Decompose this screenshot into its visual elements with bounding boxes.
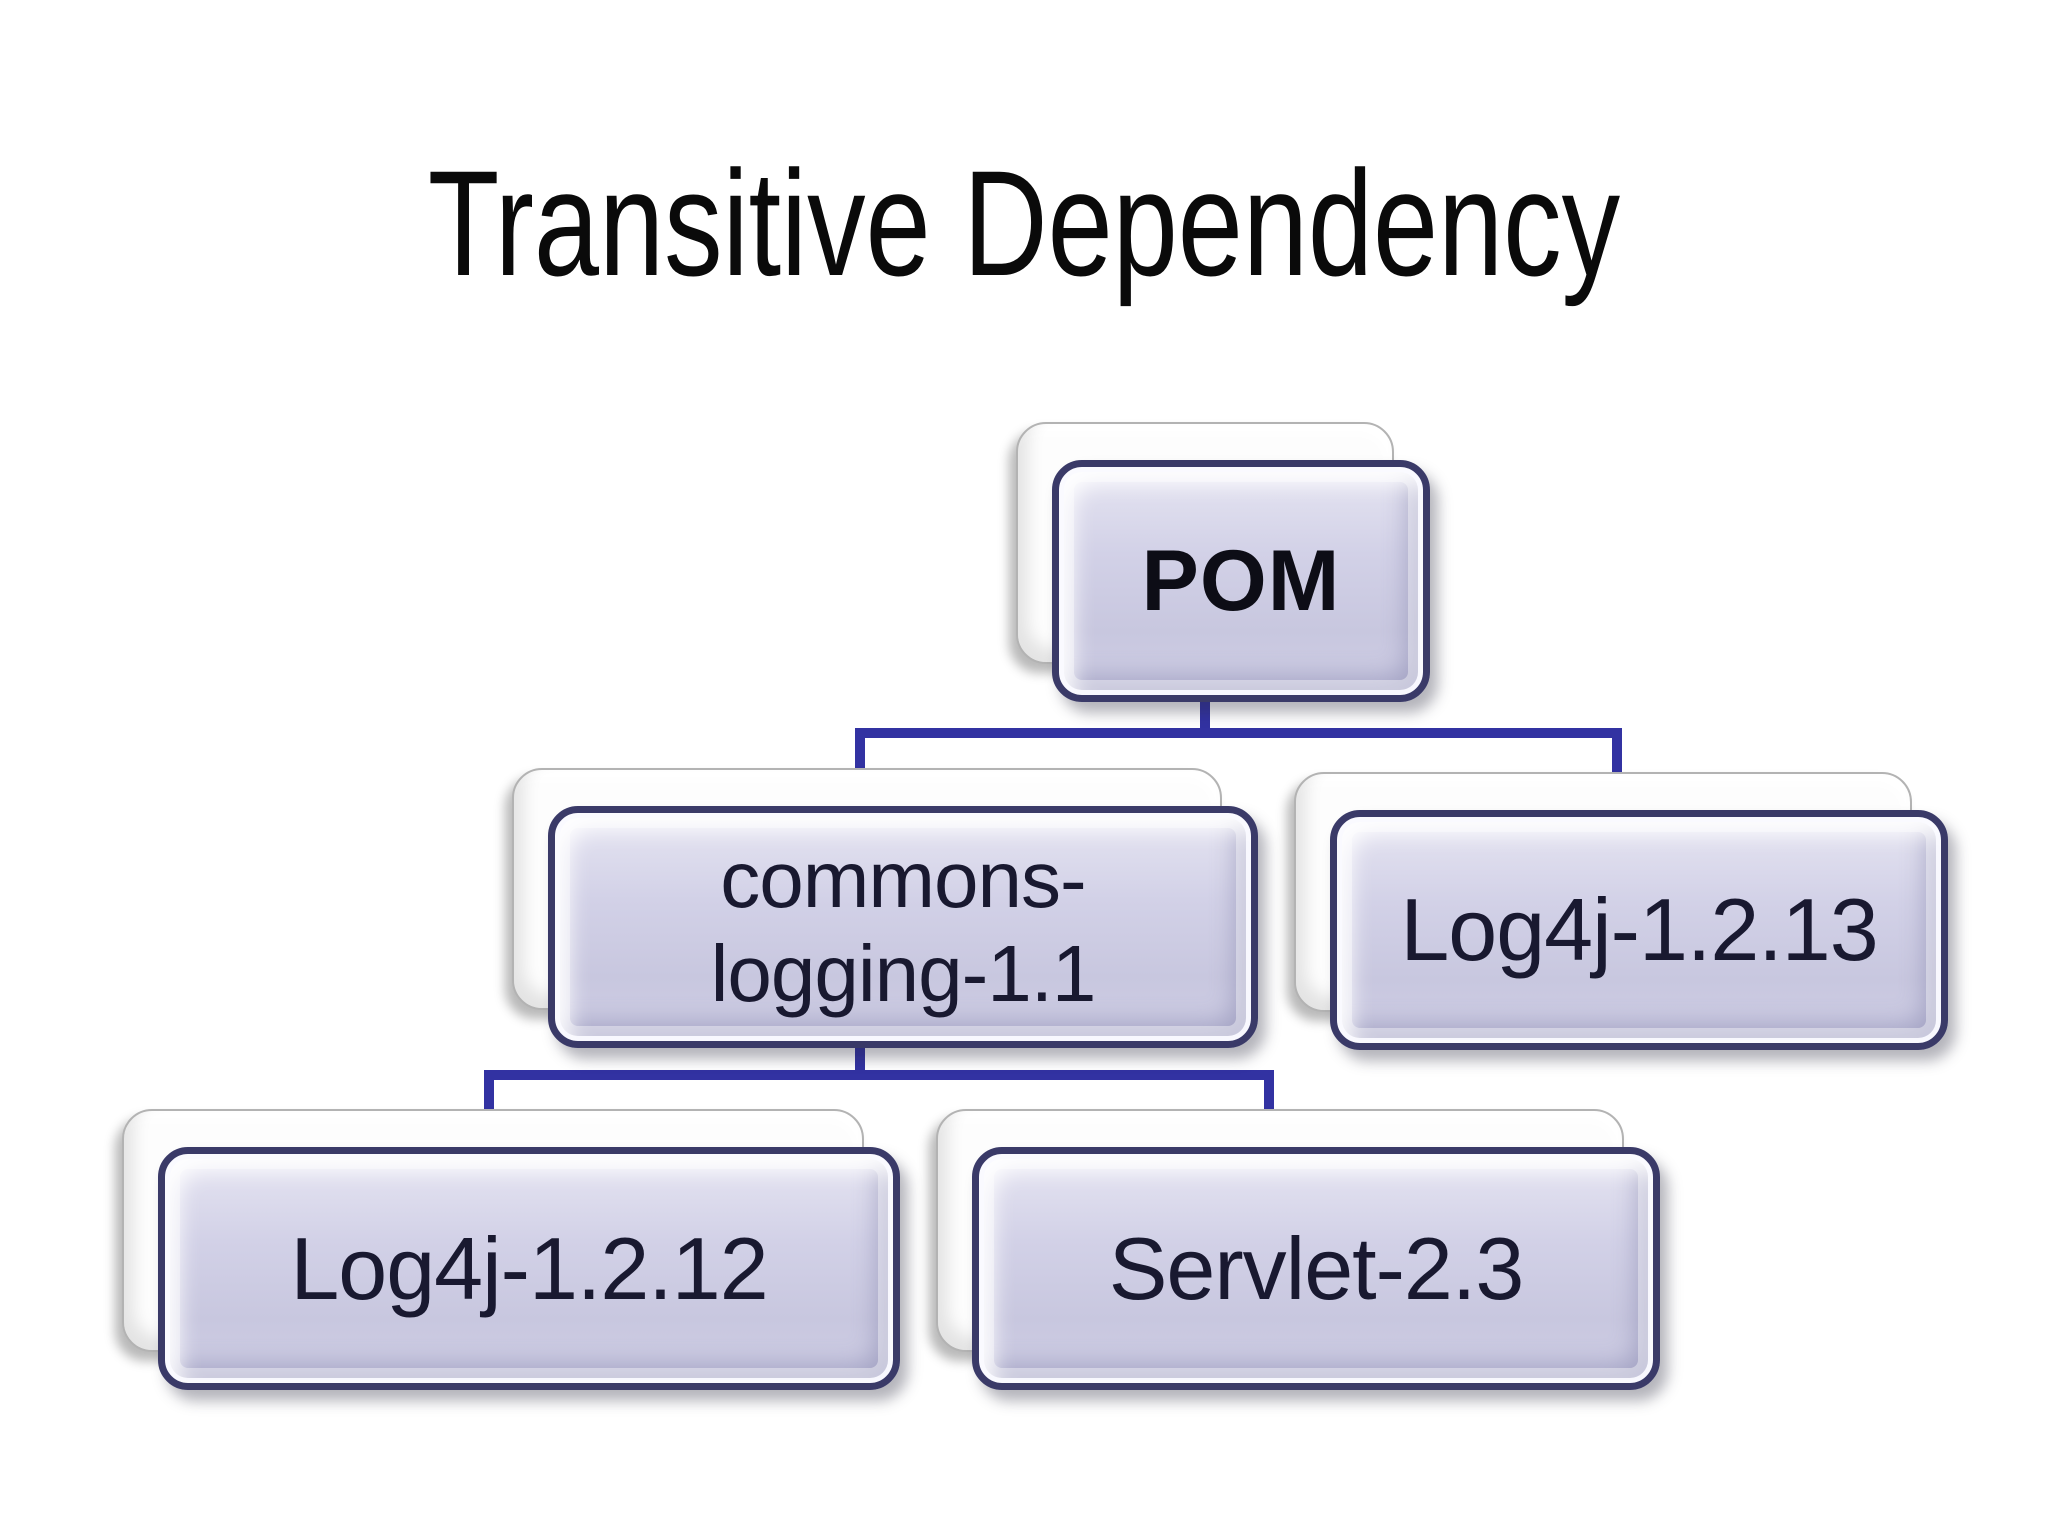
page-title: Transitive Dependency bbox=[427, 139, 1621, 307]
node-commons-logging: commons- logging-1.1 bbox=[548, 806, 1258, 1048]
connector-commons-stem bbox=[855, 1044, 865, 1076]
connector-drop-log4j-1-2-12 bbox=[484, 1078, 494, 1114]
node-pom-label: POM bbox=[1141, 532, 1341, 629]
node-log4j-1-2-12: Log4j-1.2.12 bbox=[158, 1147, 900, 1390]
node-servlet-2-3-label: Servlet-2.3 bbox=[1108, 1218, 1525, 1318]
node-servlet-2-3: Servlet-2.3 bbox=[972, 1147, 1660, 1390]
connector-drop-commons bbox=[855, 736, 865, 774]
node-commons-logging-line1: commons- bbox=[720, 835, 1086, 925]
node-log4j-1-2-13: Log4j-1.2.13 bbox=[1330, 810, 1948, 1050]
node-commons-logging-label: commons- logging-1.1 bbox=[710, 833, 1097, 1020]
connector-level1-bar bbox=[855, 728, 1622, 738]
node-commons-logging-line2: logging-1.1 bbox=[710, 929, 1097, 1018]
connector-pom-stem bbox=[1200, 698, 1210, 736]
connector-drop-servlet-2-3 bbox=[1264, 1078, 1274, 1114]
node-log4j-1-2-12-label: Log4j-1.2.12 bbox=[290, 1218, 768, 1318]
connector-drop-log4j-1-2-13 bbox=[1612, 736, 1622, 778]
node-pom: POM bbox=[1052, 460, 1430, 702]
connector-level2-bar bbox=[484, 1070, 1274, 1080]
node-log4j-1-2-13-label: Log4j-1.2.13 bbox=[1400, 880, 1878, 979]
